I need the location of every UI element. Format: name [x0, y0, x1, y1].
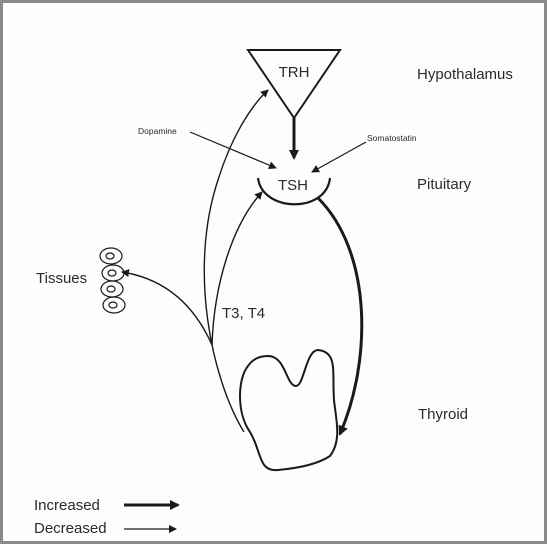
tsh-label: TSH	[278, 177, 308, 194]
legend-increased-label: Increased	[34, 497, 100, 514]
pituitary-label: Pituitary	[417, 176, 472, 193]
trh-triangle	[248, 50, 340, 118]
somatostatin-arrow	[312, 142, 366, 172]
trh-label: TRH	[279, 64, 310, 81]
thyroid-gland	[240, 350, 337, 470]
t3t4-to-tissues-arrow	[122, 272, 212, 345]
dopamine-arrow	[190, 132, 276, 168]
t3t4-to-trh-feedback-arrow	[204, 90, 268, 432]
tsh-to-thyroid-arrow	[318, 198, 362, 434]
tissue-cells-icon	[100, 248, 125, 313]
t3t4-to-tsh-feedback-arrow	[212, 192, 262, 345]
dopamine-label: Dopamine	[138, 126, 177, 136]
legend: Increased Decreased	[34, 497, 178, 537]
hypothalamus-label: Hypothalamus	[417, 66, 513, 83]
t3t4-label: T3, T4	[222, 305, 265, 322]
somatostatin-label: Somatostatin	[367, 133, 417, 143]
thyroid-label: Thyroid	[418, 406, 468, 423]
tissues-label: Tissues	[36, 270, 87, 287]
legend-decreased-label: Decreased	[34, 520, 107, 537]
